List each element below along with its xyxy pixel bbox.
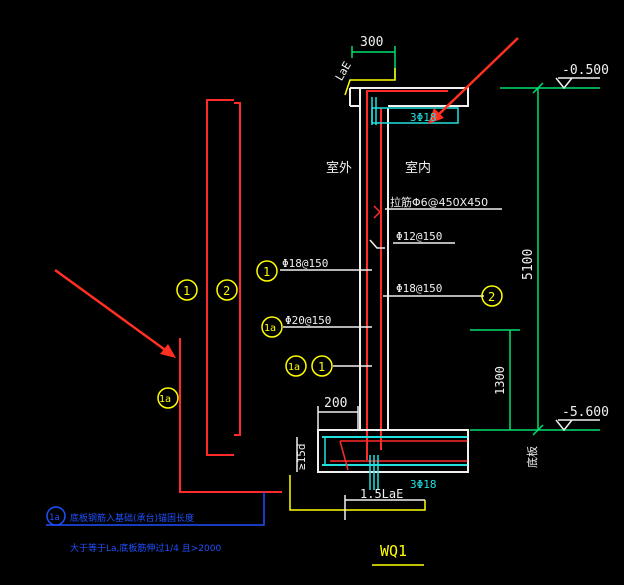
elev-top-text: -0.500 <box>562 63 609 78</box>
circle-label-2-left: 2 <box>223 284 230 298</box>
note-line2-text: 大于等于La,底板筋伸过1/4 且>2000 <box>70 542 221 554</box>
circle-label-1a-left: 1a <box>159 394 171 405</box>
dim-5100-text: 5100 <box>521 249 536 280</box>
outside-text: 室外 <box>326 160 352 176</box>
lae-bottom-bracket <box>289 475 426 511</box>
circle-marker-1a <box>261 316 283 338</box>
bottom-lae-text: 1.5LaE <box>360 487 403 501</box>
circle-label-1a-b: 1a <box>288 362 300 373</box>
arrow-top-shaft <box>434 37 519 119</box>
circle-label-1: 1 <box>263 265 270 279</box>
note-line1-text: 底板钢筋入基础(承台)锚固长度 <box>70 512 194 524</box>
circle-label-1a-note: 1a <box>49 513 60 523</box>
circle-label-2: 2 <box>488 290 495 304</box>
circle-marker-2-left <box>216 279 238 301</box>
elev-bottom-text: -5.600 <box>562 405 609 420</box>
circle-label-1-b: 1 <box>318 360 325 374</box>
bracket-bar-1 <box>206 99 234 456</box>
bar-18-right-text: Φ18@150 <box>396 282 442 295</box>
circle-marker-1-b <box>311 355 333 377</box>
circle-marker-1 <box>256 260 278 282</box>
base-label-text: 底板 <box>525 446 539 468</box>
dim-15d-text: ≥15d <box>295 444 308 471</box>
bar-20-text: Φ20@150 <box>285 314 331 327</box>
circle-marker-2 <box>481 285 503 307</box>
wall-top-outline <box>350 87 469 107</box>
circle-marker-1a-b <box>285 355 307 377</box>
top-bar-text: 3Φ18 <box>410 111 437 124</box>
tie-mark <box>373 205 382 219</box>
dim-300-text: 300 <box>360 35 383 50</box>
tie-bar-text: 拉筋Φ6@450X450 <box>390 195 488 209</box>
circle-label-1a: 1a <box>264 323 276 334</box>
elev-bottom-triangle <box>555 419 573 432</box>
dim-5100-tick-bottom <box>532 424 544 436</box>
bar-12-text: Φ12@150 <box>396 230 442 243</box>
dim-200-text: 200 <box>324 396 347 411</box>
bar-18-left-text: Φ18@150 <box>282 257 328 270</box>
note-box <box>46 492 265 526</box>
circle-marker-1a-note <box>46 506 66 526</box>
arrow-left-shaft <box>54 268 169 354</box>
leader-tie-bent <box>369 239 385 249</box>
slab-hook <box>339 440 349 471</box>
circle-marker-1a-left <box>157 387 179 409</box>
title-text: WQ1 <box>380 542 407 560</box>
circle-label-1-left: 1 <box>183 284 190 298</box>
elev-top-triangle <box>555 77 573 90</box>
dim-1300-text: 1300 <box>493 366 507 395</box>
dim-5100-tick-top <box>532 82 544 94</box>
bracket-bar-1a <box>179 338 282 493</box>
inside-text: 室内 <box>405 160 431 176</box>
lae-top-bracket <box>344 68 396 96</box>
circle-marker-1-left <box>176 279 198 301</box>
arrow-top-head <box>428 108 444 124</box>
bottom-bar-text: 3Φ18 <box>410 478 437 491</box>
bracket-bar-2 <box>234 102 241 436</box>
arrow-left-head <box>160 344 176 358</box>
